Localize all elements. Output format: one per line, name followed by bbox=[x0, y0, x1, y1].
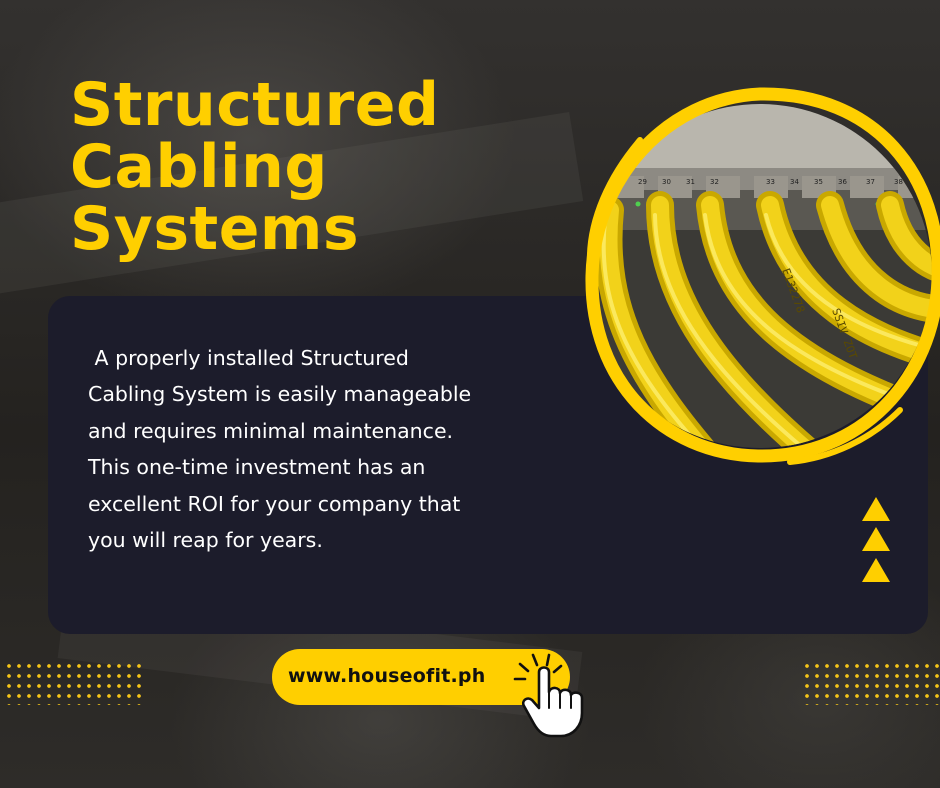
description-text: A properly installed Structured Cabling … bbox=[88, 346, 472, 553]
port-label: 38 bbox=[894, 178, 903, 186]
brush-frame bbox=[585, 87, 940, 463]
port-label: 31 bbox=[686, 178, 695, 186]
port-label: 33 bbox=[766, 178, 775, 186]
port-label: 32 bbox=[710, 178, 719, 186]
website-url: www.houseofit.ph bbox=[288, 665, 486, 687]
headline-line: Cabling bbox=[70, 132, 328, 202]
dot-grid-decoration bbox=[802, 661, 940, 705]
brush-frame bbox=[787, 407, 903, 465]
port-label: 35 bbox=[814, 178, 823, 186]
port-label: 34 bbox=[790, 178, 799, 186]
triangle-up-icon bbox=[862, 527, 890, 551]
headline-line: Systems bbox=[70, 194, 360, 264]
triangle-up-icon bbox=[862, 497, 890, 521]
brush-frame bbox=[586, 137, 643, 268]
headline: Structured Cabling Systems bbox=[70, 74, 439, 260]
dot-grid-decoration bbox=[4, 661, 144, 705]
cable-photo: 29 30 31 32 33 34 35 36 37 38 bbox=[585, 87, 940, 465]
port-label: 30 bbox=[662, 178, 671, 186]
port-label: 37 bbox=[866, 178, 875, 186]
port-label: 36 bbox=[838, 178, 847, 186]
headline-line: Structured bbox=[70, 70, 440, 140]
triangle-up-icon bbox=[862, 558, 890, 582]
port-label: 29 bbox=[638, 178, 647, 186]
website-button[interactable]: www.houseofit.ph bbox=[272, 649, 570, 705]
hand-pointer-icon bbox=[513, 653, 584, 738]
